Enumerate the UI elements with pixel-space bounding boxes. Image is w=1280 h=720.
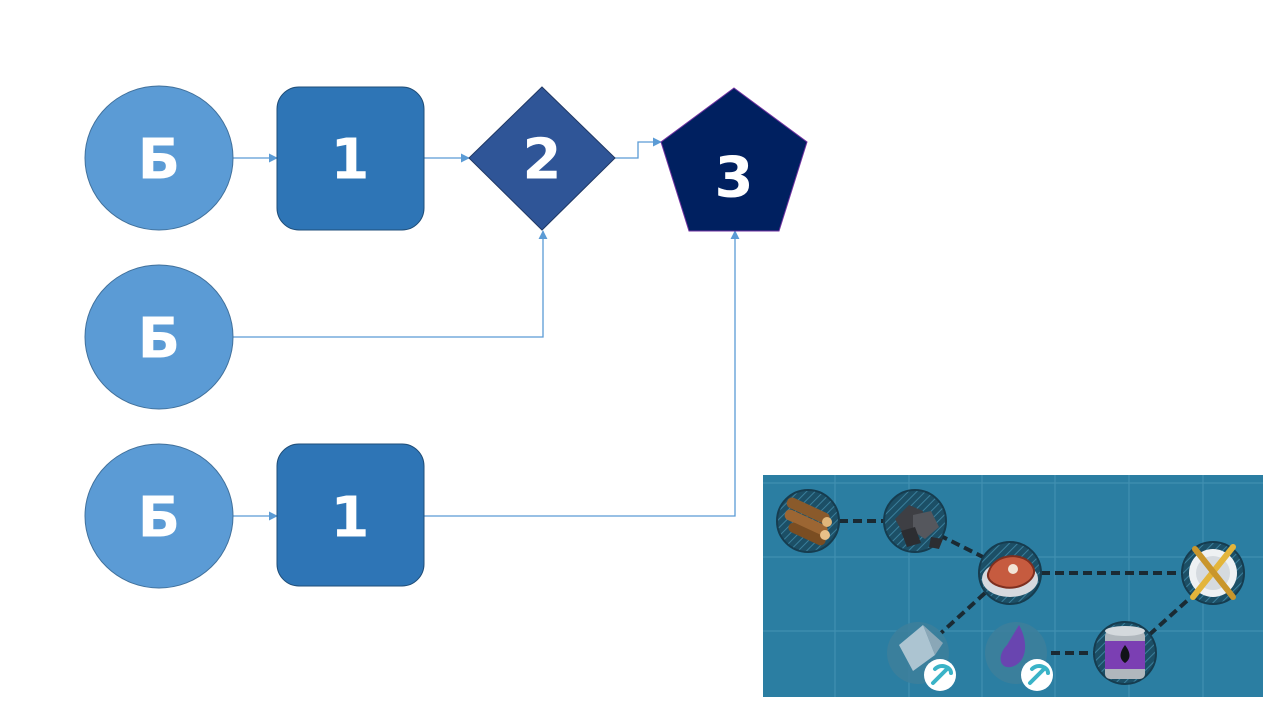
source-circle <box>84 85 234 231</box>
edge-source-mid-to-step2 <box>232 230 548 338</box>
source-circle <box>84 264 234 410</box>
resource-coal <box>883 489 947 553</box>
link-oil-meal <box>1147 597 1191 637</box>
resource-crystal <box>887 622 956 691</box>
step1-box <box>276 443 425 587</box>
resource-wood <box>776 489 840 553</box>
coal-icon <box>895 505 943 549</box>
node-source-mid: Б <box>84 264 234 410</box>
chain-links <box>839 519 1191 655</box>
step3-pentagon <box>660 87 808 232</box>
crystal-icon <box>899 625 943 671</box>
source-label: Б <box>138 128 181 193</box>
node-source-bottom: Б <box>84 443 234 589</box>
resource-meat <box>978 541 1042 605</box>
edge-step1-bottom-to-step3 <box>424 230 740 517</box>
resource-gem <box>985 622 1053 691</box>
source-label: Б <box>138 307 181 372</box>
meat-steak-icon <box>982 555 1038 597</box>
edge-step2-to-step3 <box>615 137 662 159</box>
link-coal-meat <box>938 533 984 559</box>
node-step1-top: 1 <box>276 86 425 231</box>
purple-gem-icon <box>1000 625 1026 668</box>
step1-box <box>276 86 425 231</box>
link-meat-crystal <box>939 591 987 635</box>
wood-logs-icon <box>784 497 832 546</box>
step3-label: 3 <box>715 146 754 211</box>
connectors <box>232 137 740 521</box>
step2-diamond <box>468 86 616 231</box>
source-label: Б <box>138 486 181 551</box>
resource-meal <box>1181 541 1245 605</box>
oil-canister-icon <box>1105 626 1145 679</box>
fork-knife-plate-icon <box>1189 544 1237 600</box>
node-source-top: Б <box>84 85 234 231</box>
pickaxe-icon <box>1021 659 1053 691</box>
node-step2: 2 <box>468 86 616 231</box>
node-step1-bottom: 1 <box>276 443 425 587</box>
source-circle <box>84 443 234 589</box>
step2-label: 2 <box>523 128 562 193</box>
pickaxe-icon <box>924 659 956 691</box>
step1-label: 1 <box>331 128 370 193</box>
resource-oil <box>1093 621 1157 685</box>
node-step3: 3 <box>660 87 808 232</box>
game-resource-chain-panel <box>763 475 1263 697</box>
step1-label: 1 <box>331 486 370 551</box>
